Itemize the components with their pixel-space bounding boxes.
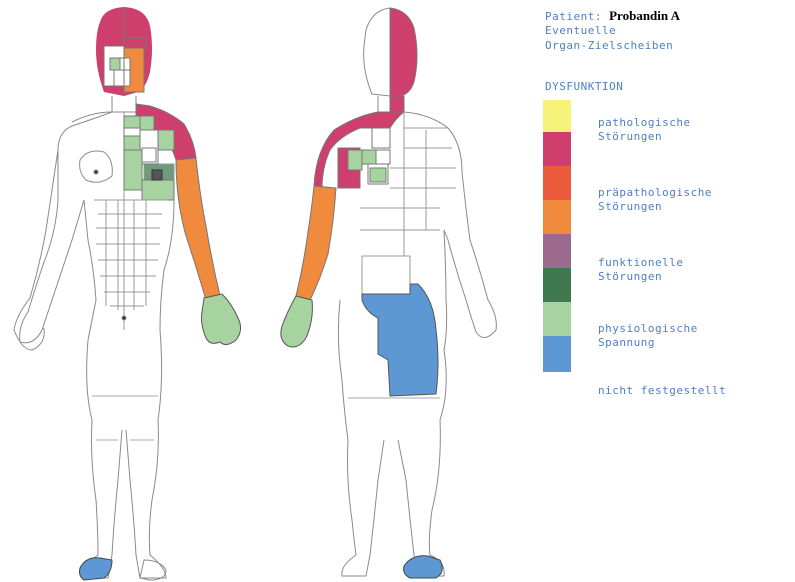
- patient-label: Patient:: [545, 10, 602, 23]
- patient-line: Patient: Probandin A: [545, 9, 680, 24]
- header-line-3: Organ-Zielscheiben: [545, 39, 673, 53]
- back-foot-blue: [404, 556, 443, 578]
- patient-name: Probandin A: [609, 8, 680, 23]
- legend-item-4-line1: physiologische: [598, 322, 698, 336]
- legend-item-1-line1: pathologische: [598, 116, 691, 130]
- swatch-yellow: [543, 100, 571, 132]
- back-arm-prepathological: [296, 186, 336, 300]
- legend-item-5: nicht festgestellt: [598, 384, 726, 398]
- back-hand-physiological: [281, 296, 313, 347]
- legend-item-3-line2: Störungen: [598, 270, 662, 284]
- back-hip-physiological-blue: [362, 284, 438, 396]
- swatch-pathological: [543, 132, 571, 166]
- legend-item-1-line2: Störungen: [598, 130, 662, 144]
- swatch-functional-green: [543, 268, 571, 302]
- swatch-physiological-blue: [543, 336, 571, 372]
- legend-item-4-line2: Spannung: [598, 336, 655, 350]
- back-hair-pathological: [390, 8, 417, 96]
- legend-item-3-line1: funktionelle: [598, 256, 683, 270]
- legend-item-2-line2: Störungen: [598, 200, 662, 214]
- legend-title: DYSFUNKTION: [545, 80, 623, 94]
- swatch-prepath-orange: [543, 200, 571, 234]
- header-line-2: Eventuelle: [545, 24, 616, 38]
- swatch-prepath-red: [543, 166, 571, 200]
- swatch-physiological-green: [543, 302, 571, 336]
- swatch-functional-purple: [543, 234, 571, 268]
- legend-item-2-line1: präpathologische: [598, 186, 712, 200]
